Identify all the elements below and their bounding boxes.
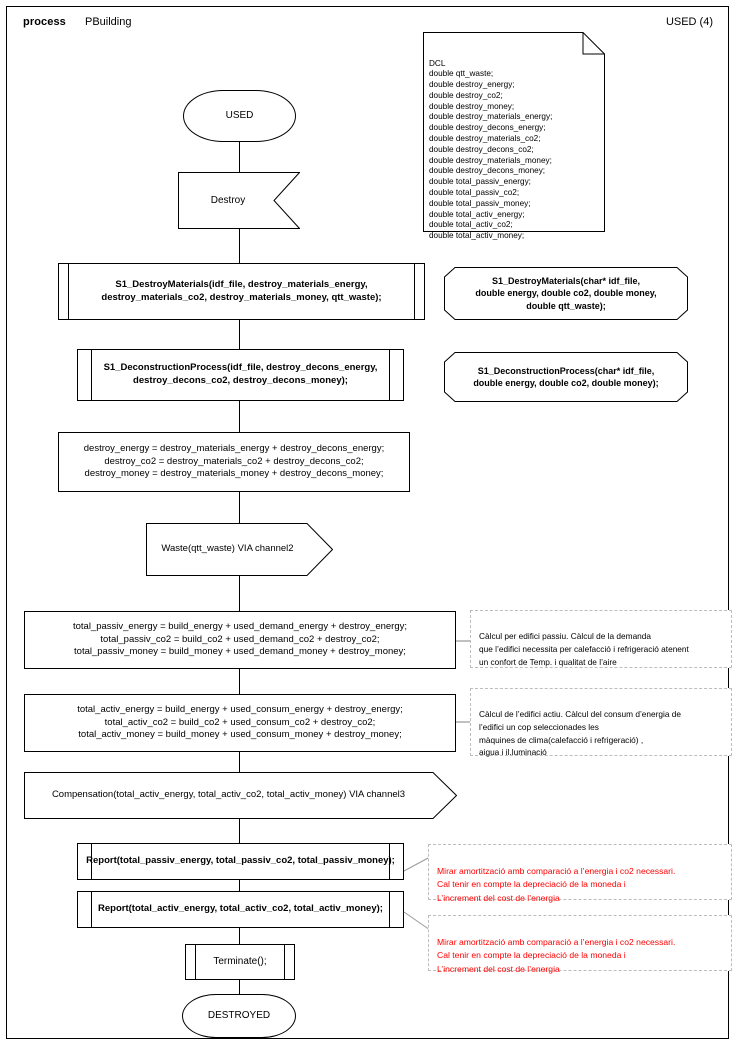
input-signal-destroy[interactable]: Destroy <box>178 172 300 229</box>
task-activ-totals-label: total_activ_energy = build_energy + used… <box>77 703 403 741</box>
call-destroy-materials[interactable]: S1_DestroyMaterials(idf_file, destroy_ma… <box>58 263 425 320</box>
comment-passiv-text: Càlcul per edifici passiu. Càlcul de la … <box>479 630 689 667</box>
state-counter-label: USED (4) <box>665 16 713 28</box>
signature-deconstruction-process: S1_DeconstructionProcess(char* idf_file,… <box>444 352 688 402</box>
call-report-activ[interactable]: Report(total_activ_energy, total_activ_c… <box>77 891 404 928</box>
signature-deconstruction-process-label: S1_DeconstructionProcess(char* idf_file,… <box>473 365 659 388</box>
declaration-note: DCL double qtt_waste; double destroy_ene… <box>423 32 605 240</box>
leader-report-activ-note <box>403 911 431 931</box>
call-deconstruction-process-label: S1_DeconstructionProcess(idf_file, destr… <box>103 362 378 386</box>
comment-passiv: Càlcul per edifici passiu. Càlcul de la … <box>470 610 732 668</box>
call-destroy-materials-label: S1_DestroyMaterials(idf_file, destroy_ma… <box>101 278 382 303</box>
task-passiv-totals[interactable]: total_passiv_energy = build_energy + use… <box>24 611 456 669</box>
task-destroy-totals[interactable]: destroy_energy = destroy_materials_energ… <box>58 432 410 492</box>
output-waste-label: Waste(qtt_waste) VIA channel2 <box>161 543 294 555</box>
connector-totals-to-waste <box>239 492 240 523</box>
connector-waste-to-passiv <box>239 576 240 611</box>
connector-report2-to-terminate <box>239 928 240 944</box>
connector-used-to-destroy <box>239 141 240 172</box>
call-terminate-label: Terminate(); <box>213 956 267 968</box>
declaration-note-text: DCL double qtt_waste; double destroy_ene… <box>429 58 553 241</box>
call-report-activ-label: Report(total_activ_energy, total_activ_c… <box>98 903 383 915</box>
state-destroyed[interactable]: DESTROYED <box>182 994 296 1038</box>
process-keyword: process <box>23 16 66 28</box>
call-terminate[interactable]: Terminate(); <box>185 944 295 980</box>
note-corner-icon <box>423 32 605 232</box>
hex-shape-outline-2 <box>444 352 688 402</box>
call-deconstruction-process[interactable]: S1_DeconstructionProcess(idf_file, destr… <box>77 349 404 401</box>
signature-destroy-materials: S1_DestroyMaterials(char* idf_file, doub… <box>444 267 688 320</box>
connector-passiv-to-activ <box>239 669 240 694</box>
note-report-activ: Mirar amortització amb comparació a l’en… <box>428 915 732 974</box>
output-waste[interactable]: Waste(qtt_waste) VIA channel2 <box>146 523 333 576</box>
state-destroyed-label: DESTROYED <box>207 1010 271 1022</box>
input-shape-outline <box>178 172 300 229</box>
note-report-activ-text: Mirar amortització amb comparació a l’en… <box>437 936 676 974</box>
connector-call1-to-call2 <box>239 320 240 349</box>
state-used-label: USED <box>225 110 254 122</box>
note-report-passiv-text: Mirar amortització amb comparació a l’en… <box>437 865 676 903</box>
connector-compensation-to-report1 <box>239 819 240 843</box>
task-activ-totals[interactable]: total_activ_energy = build_energy + used… <box>24 694 456 752</box>
connector-destroy-to-call1 <box>239 228 240 263</box>
output-compensation-label: Compensation(total_activ_energy, total_a… <box>51 789 406 801</box>
input-signal-destroy-label: Destroy <box>210 194 246 206</box>
output-compensation[interactable]: Compensation(total_activ_energy, total_a… <box>24 772 457 819</box>
task-passiv-totals-label: total_passiv_energy = build_energy + use… <box>72 620 408 658</box>
leader-report-passiv-note <box>403 856 431 873</box>
note-report-passiv: Mirar amortització amb comparació a l’en… <box>428 844 732 903</box>
connector-call2-to-totals <box>239 401 240 432</box>
task-destroy-totals-label: destroy_energy = destroy_materials_energ… <box>83 442 385 480</box>
state-used[interactable]: USED <box>183 90 296 142</box>
call-report-passiv[interactable]: Report(total_passiv_energy, total_passiv… <box>77 843 404 880</box>
connector-report1-to-report2 <box>239 880 240 891</box>
hex-shape-outline <box>444 267 688 320</box>
connector-activ-to-compensation <box>239 752 240 772</box>
comment-activ: Càlcul de l’edifici actiu. Càlcul del co… <box>470 688 732 758</box>
compensation-shape-outline <box>24 772 457 819</box>
comment-activ-text: Càlcul de l’edifici actiu. Càlcul del co… <box>479 708 681 758</box>
call-report-passiv-label: Report(total_passiv_energy, total_passiv… <box>86 855 395 867</box>
page-title: PBuilding <box>85 16 132 28</box>
connector-terminate-to-destroyed <box>239 980 240 994</box>
output-shape-outline <box>146 523 333 576</box>
page-frame <box>6 6 729 1039</box>
signature-destroy-materials-label: S1_DestroyMaterials(char* idf_file, doub… <box>475 276 657 311</box>
